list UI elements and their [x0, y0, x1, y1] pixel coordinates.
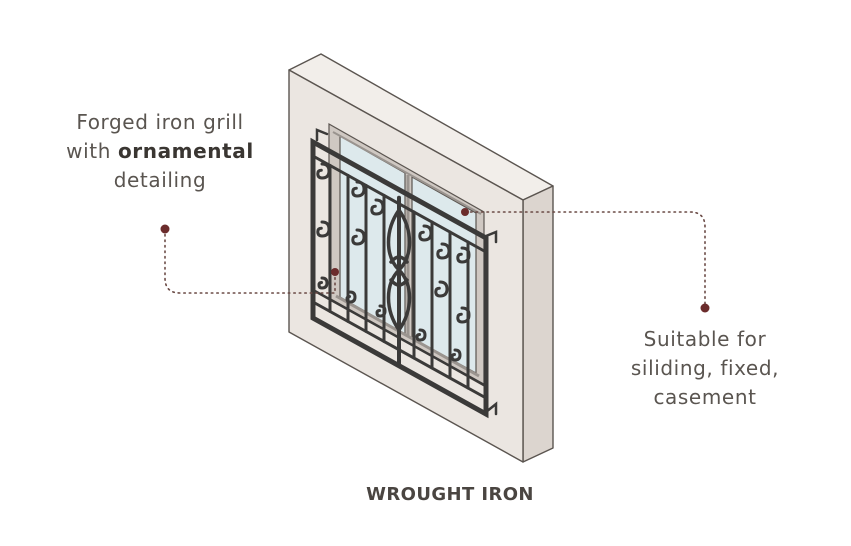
grill-scroll — [351, 180, 366, 198]
grill-frame — [310, 137, 489, 419]
leader-dot-right-end — [700, 303, 710, 313]
iron-grill — [310, 128, 498, 419]
grill-scroll — [450, 348, 462, 362]
grill-scroll — [316, 162, 331, 180]
window-frame-rail-bottom — [335, 294, 480, 378]
grill-scroll-ornaments — [316, 162, 471, 362]
callout-right-line1: Suitable for — [643, 327, 767, 351]
leader-line-left — [164, 228, 336, 294]
grill-scroll — [456, 246, 471, 264]
callout-left-line3: detailing — [113, 168, 207, 192]
leader-dot-right-start — [461, 208, 469, 216]
callout-left-line2-prefix: with — [66, 139, 118, 163]
callout-right-line2: siliding, fixed, — [630, 356, 780, 380]
grill-scroll — [317, 276, 329, 290]
leader-line-right — [464, 211, 706, 309]
grill-scroll — [370, 198, 385, 216]
leader-dot-left-end — [331, 268, 339, 276]
central-ornament — [386, 208, 412, 332]
grill-scroll — [316, 220, 331, 238]
leader-lines — [164, 211, 706, 309]
bracket-bottom-right — [484, 401, 498, 416]
callout-right-line3: casement — [653, 385, 757, 409]
grill-scroll — [456, 306, 471, 324]
grill-scroll — [415, 328, 427, 342]
wall-side-face — [522, 185, 554, 463]
leader-dot-left-start — [160, 224, 170, 234]
grill-scroll — [436, 242, 451, 260]
grill-scroll — [434, 280, 449, 298]
grill-scroll — [375, 304, 387, 318]
callout-forged-iron: Forged iron grill with ornamental detail… — [40, 108, 280, 195]
callout-left-line1: Forged iron grill — [76, 110, 244, 134]
bracket-top-right — [484, 230, 498, 244]
window-frame-rail-top — [332, 131, 482, 215]
callout-left-line2-bold: ornamental — [117, 139, 254, 163]
grill-scroll — [345, 290, 357, 304]
callout-suitable-for: Suitable for siliding, fixed, casement — [590, 325, 820, 412]
bracket-top-left — [315, 128, 329, 142]
caption-title: WROUGHT IRON — [366, 484, 534, 505]
grill-scroll — [418, 224, 433, 242]
grill-scroll — [351, 228, 366, 246]
